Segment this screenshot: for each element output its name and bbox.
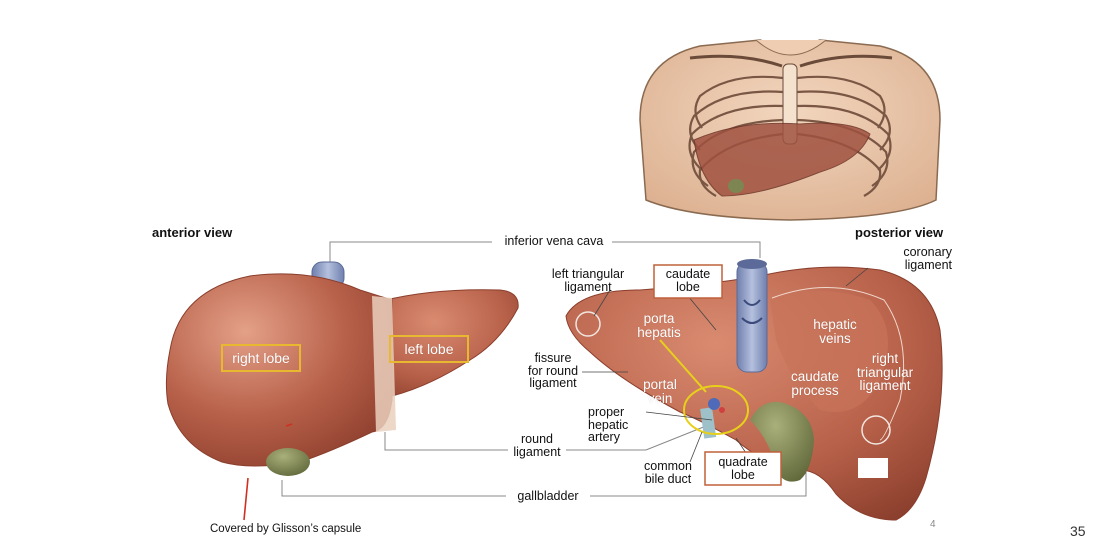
anterior-view-label: anterior view <box>152 226 232 239</box>
proper-hepatic-artery-label: proper hepatic artery <box>588 406 644 444</box>
ivc-label: inferior vena cava <box>496 235 612 248</box>
common-bile-duct-label: common bile duct <box>636 460 700 485</box>
caudate-process-label: caudate process <box>778 370 852 397</box>
left-lobe-label: left lobe <box>390 342 468 356</box>
glisson-capsule-caption: Covered by Glisson’s capsule <box>210 524 361 536</box>
fissure-round-ligament-label: fissure for round ligament <box>522 352 584 390</box>
round-ligament-label: round ligament <box>508 433 566 458</box>
quadrate-lobe-label: quadrate lobe <box>705 456 781 481</box>
posterior-view-label: posterior view <box>855 226 943 239</box>
hepatic-veins-label: hepatic veins <box>800 318 870 345</box>
gallbladder-label: gallbladder <box>506 490 590 503</box>
coronary-ligament-label: coronary ligament <box>872 246 952 271</box>
left-triangular-ligament-label: left triangular ligament <box>546 268 630 293</box>
torso-illustration <box>640 40 940 220</box>
porta-hepatis-label: porta hepatis <box>624 312 694 339</box>
right-lobe-label: right lobe <box>222 351 300 365</box>
figure-number: 4 <box>930 520 936 530</box>
page-number: 35 <box>1070 524 1086 538</box>
portal-vein-label: portal vein <box>630 378 690 405</box>
anterior-liver <box>166 262 518 520</box>
caudate-lobe-label: caudate lobe <box>654 268 722 293</box>
right-triangular-ligament-label: right triangular ligament <box>848 352 922 393</box>
